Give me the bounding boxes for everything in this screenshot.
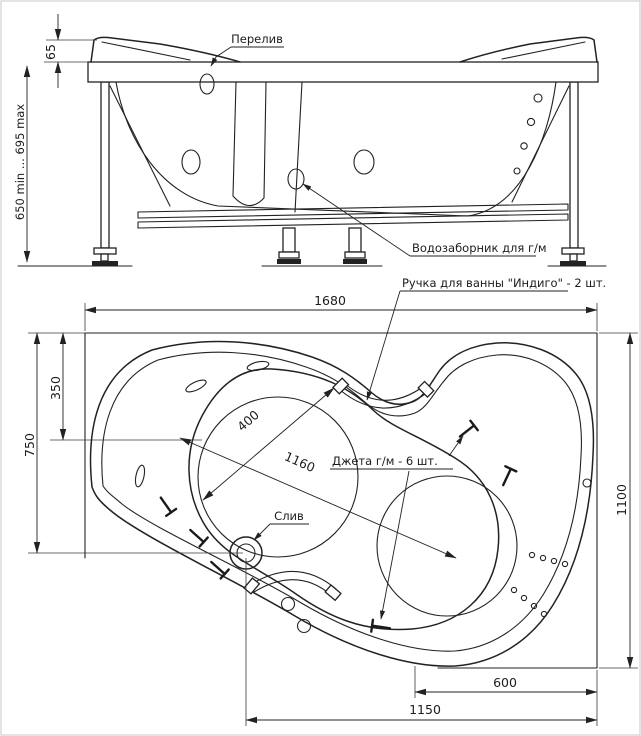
air-jet-hole [526,117,536,127]
leader-line [366,290,401,401]
right-lobe-floor [376,475,518,617]
drain-label: Слив [274,509,304,523]
leader-line [379,470,410,620]
air-hole-rows [510,551,569,618]
frame-rail-upper [137,203,569,219]
bottom-handle [243,570,342,634]
top-handle [332,377,435,409]
water-intake-label: Водозаборник для г/м [412,241,547,255]
dim-drain-to-right-edge: 1150 [409,702,441,717]
basin-outline [115,81,557,217]
handle-hole [296,618,312,634]
tub-outer-contour [89,340,595,667]
side-view-labels: Перелив Водозаборник для г/м [210,32,547,257]
jet-hole [181,149,201,175]
plan-view-dimensions: 1680 750 350 1100 600 1150 400 1160 [22,293,638,726]
air-jet-hole [520,142,528,150]
dim-overall-length: 1680 [314,293,346,308]
tub-rim [87,61,599,83]
air-jet-hole [533,93,543,103]
side-view-dimensions: 65 650 min ... 695 max [13,14,97,263]
left-leg [92,81,171,266]
handle-label-group: Ручка для ванны "Индиго" - 2 шт. [366,276,606,401]
leader-line [448,435,464,457]
side-view [17,36,607,267]
frame-rail-lower [137,213,569,229]
tub-rim-contour [101,351,582,652]
seat-partition [232,81,267,207]
leader-line [302,183,411,257]
dim-left-to-bowl: 350 [48,376,63,400]
hydromassage-jets [159,419,518,633]
small-hole [582,478,592,488]
handle-hole [280,596,296,612]
grip-oval [185,379,207,393]
plan-view [84,332,598,669]
left-headrest [90,36,241,63]
dim-bottom-right-offset: 600 [493,675,517,690]
grip-oval [134,464,146,488]
dim-bowl-width: 400 [234,407,262,434]
dim-installation-height: 650 min ... 695 max [13,104,27,220]
middle-feet [277,227,367,264]
handle-label: Ручка для ванны "Индиго" - 2 шт. [402,276,606,290]
leader-line [253,523,271,541]
water-intake-hole [287,168,305,190]
leader-line [210,46,232,67]
overflow-hole [199,73,215,95]
dim-headrest-height: 65 [43,44,58,60]
dim-bowl-length: 1160 [282,449,317,476]
jets-label: Джета г/м - 6 шт. [332,454,438,468]
bowl-contour [188,368,500,631]
right-leg [511,81,586,266]
right-headrest [459,36,598,63]
basin-wall-line [294,81,303,213]
jet-hole [353,149,375,175]
left-lobe-floor [197,396,359,558]
grip-oval [246,360,270,372]
dim-overall-width: 1100 [614,484,629,516]
air-jet-hole [513,167,521,175]
overflow-label: Перелив [231,32,283,46]
dim-left-to-drain: 750 [22,433,37,457]
